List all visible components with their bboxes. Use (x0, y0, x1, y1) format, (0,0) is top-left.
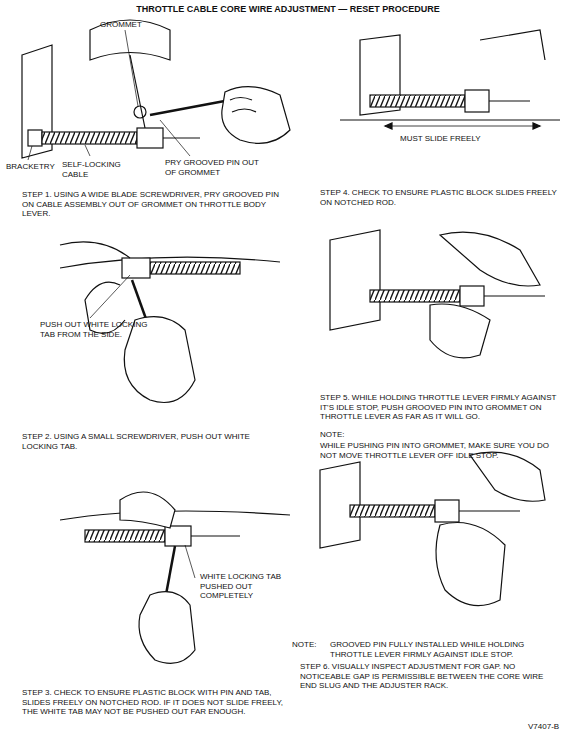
callout-text: PRY GROOVED PIN OUT OF GROMMET (165, 158, 270, 177)
leader-line (185, 545, 195, 578)
step-text: STEP 6. VISUALLY INSPECT ADJUSTMENT FOR … (300, 662, 560, 691)
notched-rod (191, 535, 240, 536)
note-heading: NOTE: (292, 640, 327, 650)
plastic-block (137, 128, 163, 148)
hand (222, 87, 290, 144)
step-text: STEP 2. USING A SMALL SCREWDRIVER, PUSH … (22, 432, 287, 451)
step1-illustration (22, 20, 290, 160)
part-label: BRACKETRY (6, 162, 56, 172)
base-line (340, 119, 560, 120)
cable-spring (370, 95, 465, 107)
plastic-block (122, 258, 150, 278)
notched-rod (459, 510, 520, 511)
notched-rod (484, 295, 545, 296)
step5-illustration (330, 230, 545, 358)
step-text: STEP 1. USING A WIDE BLADE SCREWDRIVER, … (22, 190, 287, 219)
bracket-plate (330, 230, 380, 330)
cable-spring (42, 132, 137, 144)
step3-illustration (60, 492, 290, 663)
step6-illustration (320, 452, 545, 605)
throttle-body (90, 20, 170, 60)
page-title: THROTTLE CABLE CORE WIRE ADJUSTMENT — RE… (0, 4, 576, 14)
leader-line (160, 120, 190, 156)
step-text: STEP 3. CHECK TO ENSURE PLASTIC BLOCK WI… (22, 688, 297, 717)
leader-line (28, 146, 32, 160)
figure-code: V7407-B (528, 722, 573, 732)
callout-text: PUSH OUT WHITE LOCKING TAB FROM THE SIDE… (40, 320, 150, 339)
cable-spring (370, 290, 460, 302)
hand (436, 523, 505, 606)
plastic-block (460, 286, 484, 306)
hand (440, 232, 540, 286)
lever (480, 30, 545, 60)
notched-rod (163, 137, 200, 138)
leader-line (85, 145, 90, 156)
grommet-part (134, 106, 146, 118)
plastic-block (465, 90, 489, 112)
cable-spring (150, 262, 240, 274)
bracket-nut (28, 130, 42, 146)
hand (120, 492, 175, 528)
screwdriver (150, 100, 230, 115)
callout-text: MUST SLIDE FREELY (400, 134, 500, 144)
leader-line (125, 30, 138, 106)
hand-fingers (230, 98, 256, 113)
notched-rod (489, 100, 530, 101)
part-label: GROMMET (100, 20, 160, 30)
step4-illustration (340, 30, 560, 129)
arrow-head (385, 123, 540, 129)
step-text: STEP 4. CHECK TO ENSURE PLASTIC BLOCK SL… (320, 188, 565, 207)
throttle-lever (130, 55, 145, 128)
cable-spring (350, 505, 435, 517)
plastic-block (165, 526, 191, 546)
plastic-block (435, 500, 459, 522)
hand (470, 452, 545, 501)
part-label: SELF-LOCKING CABLE (62, 160, 122, 179)
leader-line (90, 275, 130, 318)
note-text: WHILE PUSHING PIN INTO GROMMET, MAKE SUR… (320, 441, 565, 460)
cable (60, 242, 130, 258)
hand (124, 317, 195, 403)
step-text: STEP 5. WHILE HOLDING THROTTLE LEVER FIR… (320, 393, 565, 422)
hand (430, 304, 490, 358)
note-heading: NOTE: (320, 430, 360, 440)
note-text: GROOVED PIN FULLY INSTALLED WHILE HOLDIN… (330, 640, 550, 659)
rod-line (60, 511, 290, 520)
slide-arrow (385, 126, 540, 127)
callout-text: WHITE LOCKING TAB PUSHED OUT COMPLETELY (200, 572, 290, 601)
cable-spring (85, 530, 165, 542)
hand (139, 592, 195, 664)
